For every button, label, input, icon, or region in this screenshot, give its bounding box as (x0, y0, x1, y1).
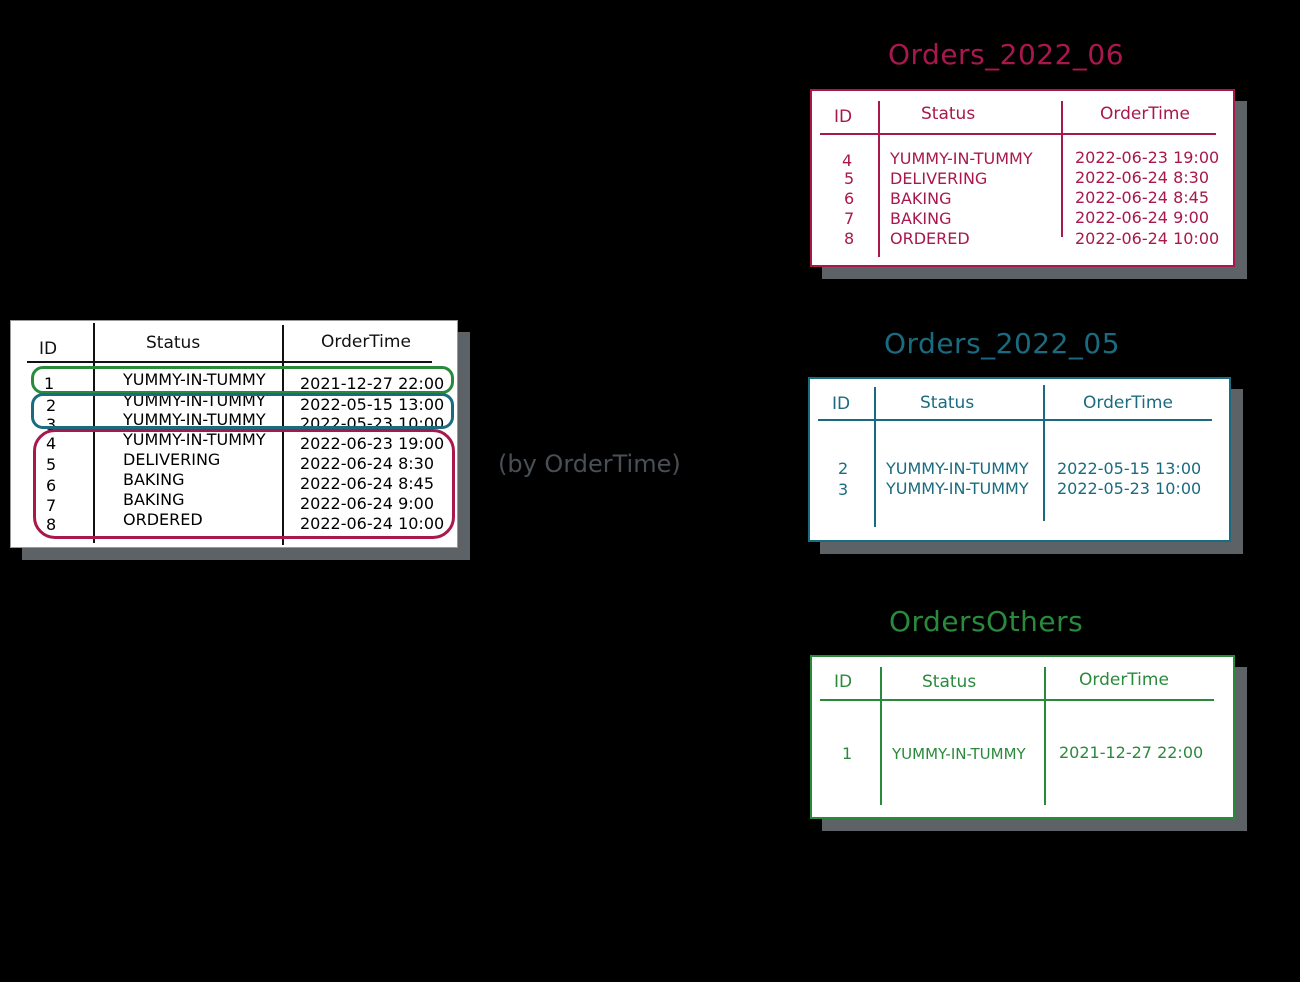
row-id: 1 (44, 374, 55, 393)
row-id: 5 (46, 455, 57, 474)
highlight-others (31, 366, 454, 394)
column-divider-1 (874, 387, 876, 527)
row-status: YUMMY-IN-TUMMY (123, 410, 266, 429)
row-id: 4 (842, 151, 853, 170)
row-status: YUMMY-IN-TUMMY (123, 370, 266, 389)
partition-table-2022-05: ID Status OrderTime 2 YUMMY-IN-TUMMY 202… (808, 377, 1231, 542)
row-id: 5 (844, 169, 855, 188)
row-id: 2 (838, 459, 849, 478)
source-header-id: ID (39, 339, 58, 359)
column-divider-2 (1061, 101, 1063, 237)
source-column-divider-1 (93, 323, 95, 543)
row-status: DELIVERING (890, 169, 988, 188)
source-header-ordertime: OrderTime (321, 332, 411, 352)
row-status: BAKING (123, 490, 185, 509)
header-ordertime: OrderTime (1083, 393, 1173, 413)
source-column-divider-2 (282, 325, 284, 545)
highlight-2022-06 (33, 429, 455, 539)
row-id: 7 (46, 496, 57, 515)
row-status: DELIVERING (123, 450, 221, 469)
partition-table-2022-06: ID Status OrderTime 4 YUMMY-IN-TUMMY 202… (810, 89, 1235, 267)
partition-table-others: ID Status OrderTime 1 YUMMY-IN-TUMMY 202… (810, 655, 1235, 819)
header-divider (818, 419, 1212, 421)
header-id: ID (834, 107, 853, 127)
source-header-status: Status (146, 333, 201, 353)
source-header-divider (27, 361, 432, 363)
header-id: ID (832, 394, 851, 414)
column-divider-2 (1044, 667, 1046, 805)
header-ordertime: OrderTime (1100, 104, 1190, 124)
header-ordertime: OrderTime (1079, 670, 1169, 690)
row-status: BAKING (123, 470, 185, 489)
column-divider-1 (880, 667, 882, 805)
row-id: 2 (46, 396, 57, 415)
row-time: 2022-06-24 9:00 (300, 494, 434, 513)
row-id: 1 (842, 744, 853, 763)
header-status: Status (921, 104, 976, 124)
row-id: 8 (844, 229, 855, 248)
column-divider-1 (878, 101, 880, 257)
row-time: 2021-12-27 22:00 (1059, 743, 1204, 762)
row-status: YUMMY-IN-TUMMY (886, 479, 1029, 498)
partition-title-2022-05: Orders_2022_05 (884, 327, 1121, 360)
row-status: BAKING (890, 189, 952, 208)
row-time: 2022-05-15 13:00 (1057, 459, 1202, 478)
row-status: ORDERED (890, 229, 970, 248)
header-status: Status (920, 393, 975, 413)
row-time: 2022-06-24 8:45 (300, 474, 434, 493)
row-status: YUMMY-IN-TUMMY (890, 149, 1033, 168)
partition-label: (by OrderTime) (498, 450, 681, 478)
row-time: 2022-06-23 19:00 (1075, 148, 1220, 167)
row-status: YUMMY-IN-TUMMY (886, 459, 1029, 478)
row-status: YUMMY-IN-TUMMY (123, 430, 266, 449)
row-time: 2022-06-24 10:00 (300, 514, 445, 533)
header-divider (820, 133, 1216, 135)
row-time: 2022-05-15 13:00 (300, 395, 445, 414)
row-status: ORDERED (123, 510, 203, 529)
row-id: 3 (838, 480, 849, 499)
row-time: 2022-05-23 10:00 (1057, 479, 1202, 498)
row-time: 2022-06-24 10:00 (1075, 229, 1220, 248)
row-id: 7 (844, 209, 855, 228)
partition-title-2022-06: Orders_2022_06 (888, 38, 1125, 71)
source-table: ID Status OrderTime 1 YUMMY-IN-TUMMY 202… (10, 320, 458, 548)
header-id: ID (834, 672, 853, 692)
row-time: 2022-06-24 8:45 (1075, 188, 1209, 207)
row-id: 3 (46, 415, 57, 434)
row-status: BAKING (890, 209, 952, 228)
row-time: 2022-06-24 8:30 (300, 454, 434, 473)
row-time: 2022-06-24 9:00 (1075, 208, 1209, 227)
partition-title-others: OrdersOthers (889, 605, 1084, 638)
highlight-2022-05 (31, 393, 454, 429)
row-time: 2021-12-27 22:00 (300, 374, 445, 393)
header-status: Status (922, 672, 977, 692)
row-time: 2022-06-23 19:00 (300, 434, 445, 453)
row-status: YUMMY-IN-TUMMY (892, 745, 1026, 763)
row-time: 2022-06-24 8:30 (1075, 168, 1209, 187)
row-id: 6 (46, 476, 57, 495)
row-id: 6 (844, 189, 855, 208)
column-divider-2 (1043, 385, 1045, 521)
header-divider (820, 699, 1214, 701)
